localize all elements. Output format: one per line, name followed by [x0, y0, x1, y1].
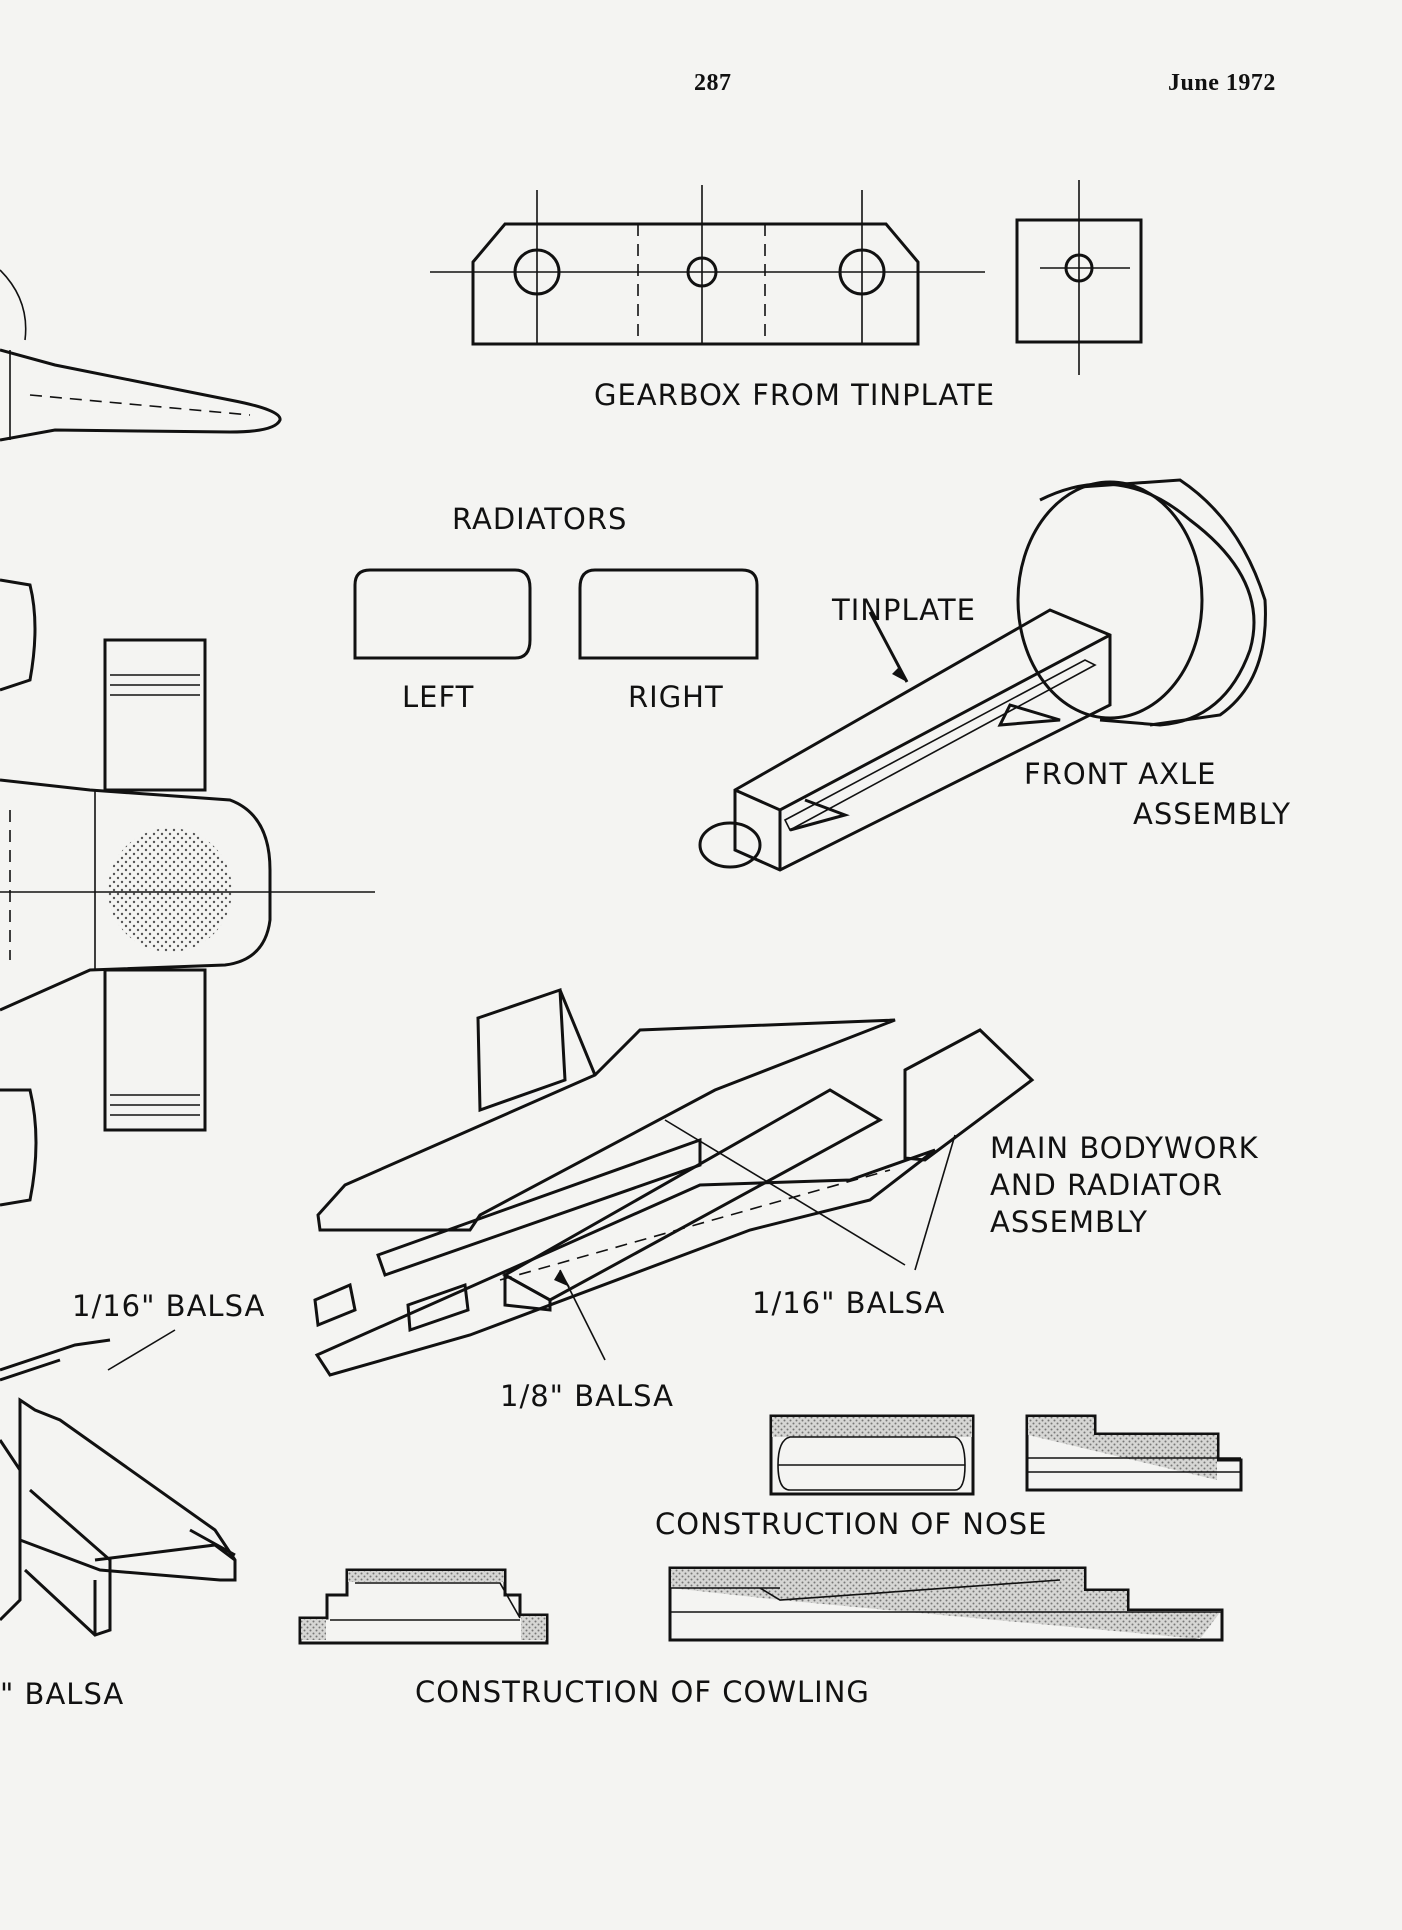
tinplate-label: TINPLATE: [832, 593, 976, 627]
radiators-drawing: [353, 568, 759, 660]
balsa-bottom-left-label: " BALSA: [0, 1677, 125, 1711]
main-bodywork-label-line1: MAIN BODYWORK: [990, 1131, 1259, 1165]
balsa-1-16-right-label: 1/16" BALSA: [752, 1286, 946, 1320]
main-bodywork-label-line2: AND RADIATOR: [990, 1168, 1224, 1202]
nose-construction-label: CONSTRUCTION OF NOSE: [655, 1507, 1048, 1541]
balsa-1-16-left-label: 1/16" BALSA: [72, 1289, 266, 1323]
radiator-left-label: LEFT: [402, 680, 475, 714]
cowling-construction-label: CONSTRUCTION OF COWLING: [415, 1675, 870, 1709]
issue-date: June 1972: [1168, 70, 1276, 96]
balsa-1-8-label: 1/8" BALSA: [500, 1379, 674, 1413]
left-edge-partial-drawings: [0, 269, 375, 1637]
front-axle-drawing: [698, 478, 1267, 872]
radiator-right-label: RIGHT: [628, 680, 724, 714]
main-bodywork-label-line3: ASSEMBLY: [990, 1205, 1148, 1239]
gearbox-drawing: [430, 180, 1143, 375]
front-axle-label-line2: ASSEMBLY: [1133, 797, 1291, 831]
cowling-construction-drawing: [298, 1566, 1224, 1645]
gearbox-label: GEARBOX FROM TINPLATE: [594, 378, 996, 412]
nose-construction-drawing: [769, 1414, 1243, 1496]
radiators-label: RADIATORS: [452, 502, 628, 536]
main-bodywork-drawing: [107, 987, 1035, 1377]
front-axle-label-line1: FRONT AXLE: [1024, 757, 1217, 791]
page-number: 287: [694, 70, 732, 96]
